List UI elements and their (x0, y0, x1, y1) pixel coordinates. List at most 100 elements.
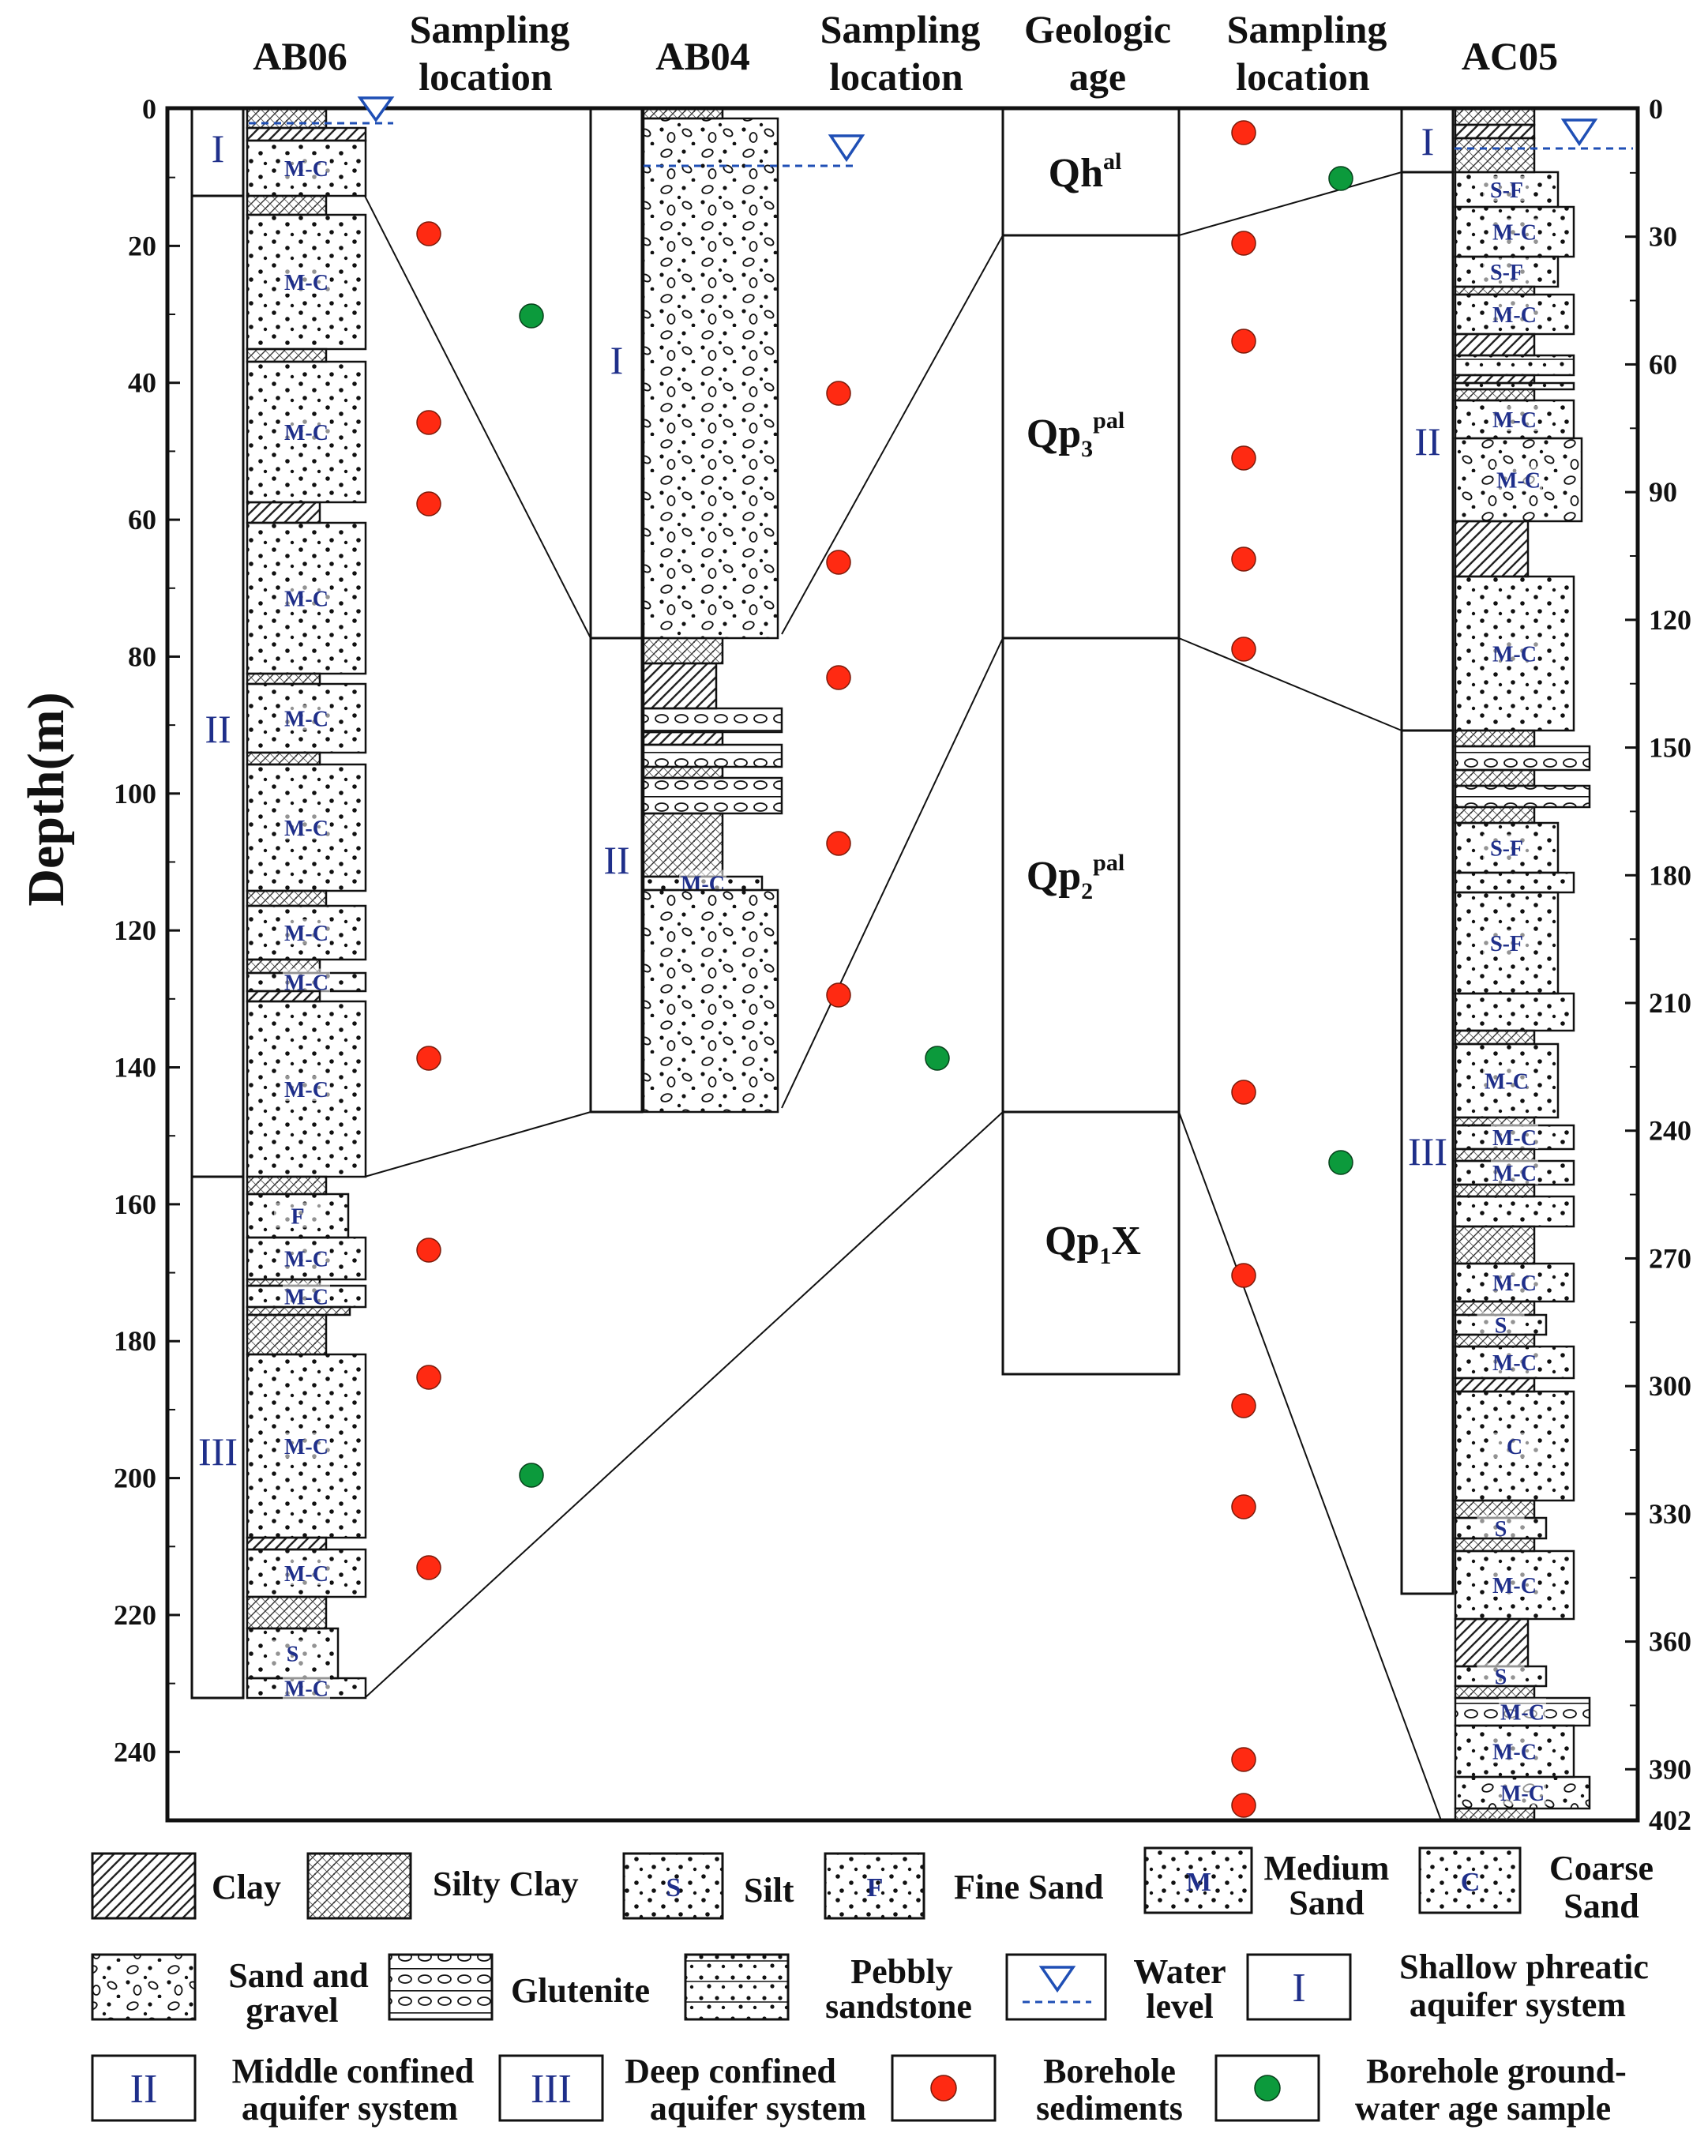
ac05-layer (1454, 1225, 1536, 1265)
ac05-lithology-label: M-C (1492, 1574, 1537, 1598)
legend-borehole-gw-line2: water age sample (1355, 2089, 1611, 2128)
legend-swatch-pebbly-sandstone (684, 1953, 790, 2021)
left-axis-tick-label: 120 (114, 915, 156, 946)
sediment-sample-dot (826, 381, 851, 406)
ac05-label-backdrop (1491, 1124, 1538, 1149)
header-ac05: AC05 (1462, 34, 1558, 78)
ac05-aquifer-systems (1400, 107, 1455, 1595)
ac05-layer (1454, 1183, 1536, 1198)
legend-medium-line1: Medium (1264, 1849, 1390, 1887)
ac05-lithology-label: S-F (1490, 178, 1523, 203)
water-level-icon (357, 96, 395, 123)
left-axis-tick-label: 80 (128, 640, 156, 672)
ab06-layer (246, 126, 367, 142)
legend-pebbly-line2: sandstone (825, 1987, 972, 2026)
correlation-line (1178, 171, 1402, 236)
sediment-sample-dot (826, 665, 851, 690)
groundwater-sample-dot (519, 1463, 544, 1488)
legend-swatch-fine-sand (824, 1852, 925, 1920)
right-axis-tick-label: 180 (1649, 859, 1691, 891)
legend-swatch-sand-gravel (91, 1953, 197, 2021)
legend-sand-gravel-line1: Sand and (228, 1956, 368, 1995)
ac05-layer (1454, 1537, 1536, 1553)
ac05-label-backdrop (1491, 218, 1538, 244)
legend-medium-line2: Sand (1289, 1884, 1364, 1922)
sediment-sample-dot (1231, 1393, 1256, 1418)
ab06-aquifer-label-i: I (212, 126, 225, 171)
legend-swatch-middle (91, 2054, 197, 2122)
ab06-label-backdrop (283, 919, 330, 945)
ab06-layer (246, 1175, 328, 1196)
header-geologic-age-line2: age (1069, 54, 1126, 99)
sediment-sample-dot (416, 410, 441, 435)
ac05-lithology-label: M-C (1500, 1701, 1545, 1726)
ac05-lithology-label: S-F (1490, 261, 1523, 285)
ac05-label-backdrop (1499, 1779, 1546, 1805)
ac05-aquifer-label-i: I (1421, 119, 1435, 163)
correlation-line (364, 1111, 1004, 1699)
legend-water-level-icon (1038, 1966, 1076, 1993)
ab06-aquifer-systems (190, 107, 245, 1700)
legend-deep-line2: aquifer system (650, 2089, 866, 2128)
right-axis-tick-label: 402 (1649, 1805, 1691, 1836)
ab06-layer (246, 107, 328, 130)
ab04-layer (642, 888, 779, 1114)
legend-silt: Silt (744, 1871, 794, 1910)
legend-glutenite: Glutenite (511, 1971, 650, 2010)
ac05-label-backdrop (1477, 1662, 1525, 1688)
ac05-lithology-label: M-C (1500, 1782, 1545, 1806)
header-ab04: AB04 (655, 34, 749, 78)
ab06-label-backdrop (268, 1640, 317, 1666)
ac05-layer (1454, 285, 1536, 296)
right-axis-tick-label: 240 (1649, 1115, 1691, 1147)
ac05-lithology-label: S (1495, 1517, 1507, 1542)
ab06-layer (246, 347, 328, 363)
ab06-lithology-label: M-C (284, 588, 328, 612)
ac05-label-backdrop (1491, 1159, 1538, 1185)
ac05-lithology-label: M-C (1492, 1351, 1537, 1376)
water-level-ab06 (249, 96, 395, 125)
ab06-label-backdrop (283, 968, 330, 994)
ab04-aquifer-systems (589, 107, 644, 1114)
ab06-aquifer-label-ii: II (205, 707, 231, 751)
legend-water-level-line1: Water (1133, 1952, 1226, 1991)
ab04-layer (642, 637, 724, 665)
ac05-label-backdrop (1491, 1737, 1538, 1763)
ab06-lithology-label: M-C (284, 1677, 328, 1702)
legend-borehole-sed-line2: sediments (1036, 2089, 1183, 2128)
sediment-sample-dot (416, 1238, 441, 1263)
legend-swatch-deep (498, 2054, 604, 2122)
ab06-layer (246, 1305, 351, 1317)
ac05-lithology-label: M-C (1485, 1070, 1529, 1095)
legend-swatch-medium-sand (1143, 1846, 1253, 1914)
correlation-line (781, 235, 1004, 635)
ac05-label-backdrop (1483, 930, 1530, 955)
sediment-sample-dot (1231, 1793, 1256, 1818)
sediment-sample-dot (1231, 120, 1256, 145)
ac05-layer (1454, 784, 1591, 809)
sediment-sample-dot (416, 491, 441, 516)
left-axis-tick-label: 140 (114, 1052, 156, 1084)
groundwater-sample-dot (1328, 1150, 1353, 1175)
ab06-label-backdrop (283, 1674, 330, 1700)
ab06-lithology-label: M-C (284, 271, 328, 295)
sediment-sample-dot (1231, 445, 1256, 471)
right-axis-tick-label: 210 (1649, 987, 1691, 1019)
groundwater-sample-dot (519, 303, 544, 329)
ac05-lithology-label: S (1495, 1314, 1507, 1339)
ab06-label-backdrop (283, 1283, 330, 1309)
legend-sand-gravel-line2: gravel (246, 1991, 338, 2030)
legend-coarse-symbol: C (1461, 1868, 1481, 1897)
ab06-lithology-label: M-C (284, 157, 328, 182)
ab06-label-backdrop (283, 814, 330, 839)
ab06-layer (246, 501, 321, 524)
plot-frame (165, 106, 1640, 1823)
legend-middle-line1: Middle confined (232, 2052, 475, 2090)
age-label-qp2: Qp2pal (1027, 850, 1124, 904)
ac05-lithology-label: M-C (1492, 221, 1537, 246)
age-label-qp1: Qp1X (1045, 1219, 1141, 1269)
ac05-layer (1454, 437, 1583, 523)
header-sampling-2-line1: Sampling (820, 7, 981, 51)
ab06-lithology-label: M-C (284, 708, 328, 732)
